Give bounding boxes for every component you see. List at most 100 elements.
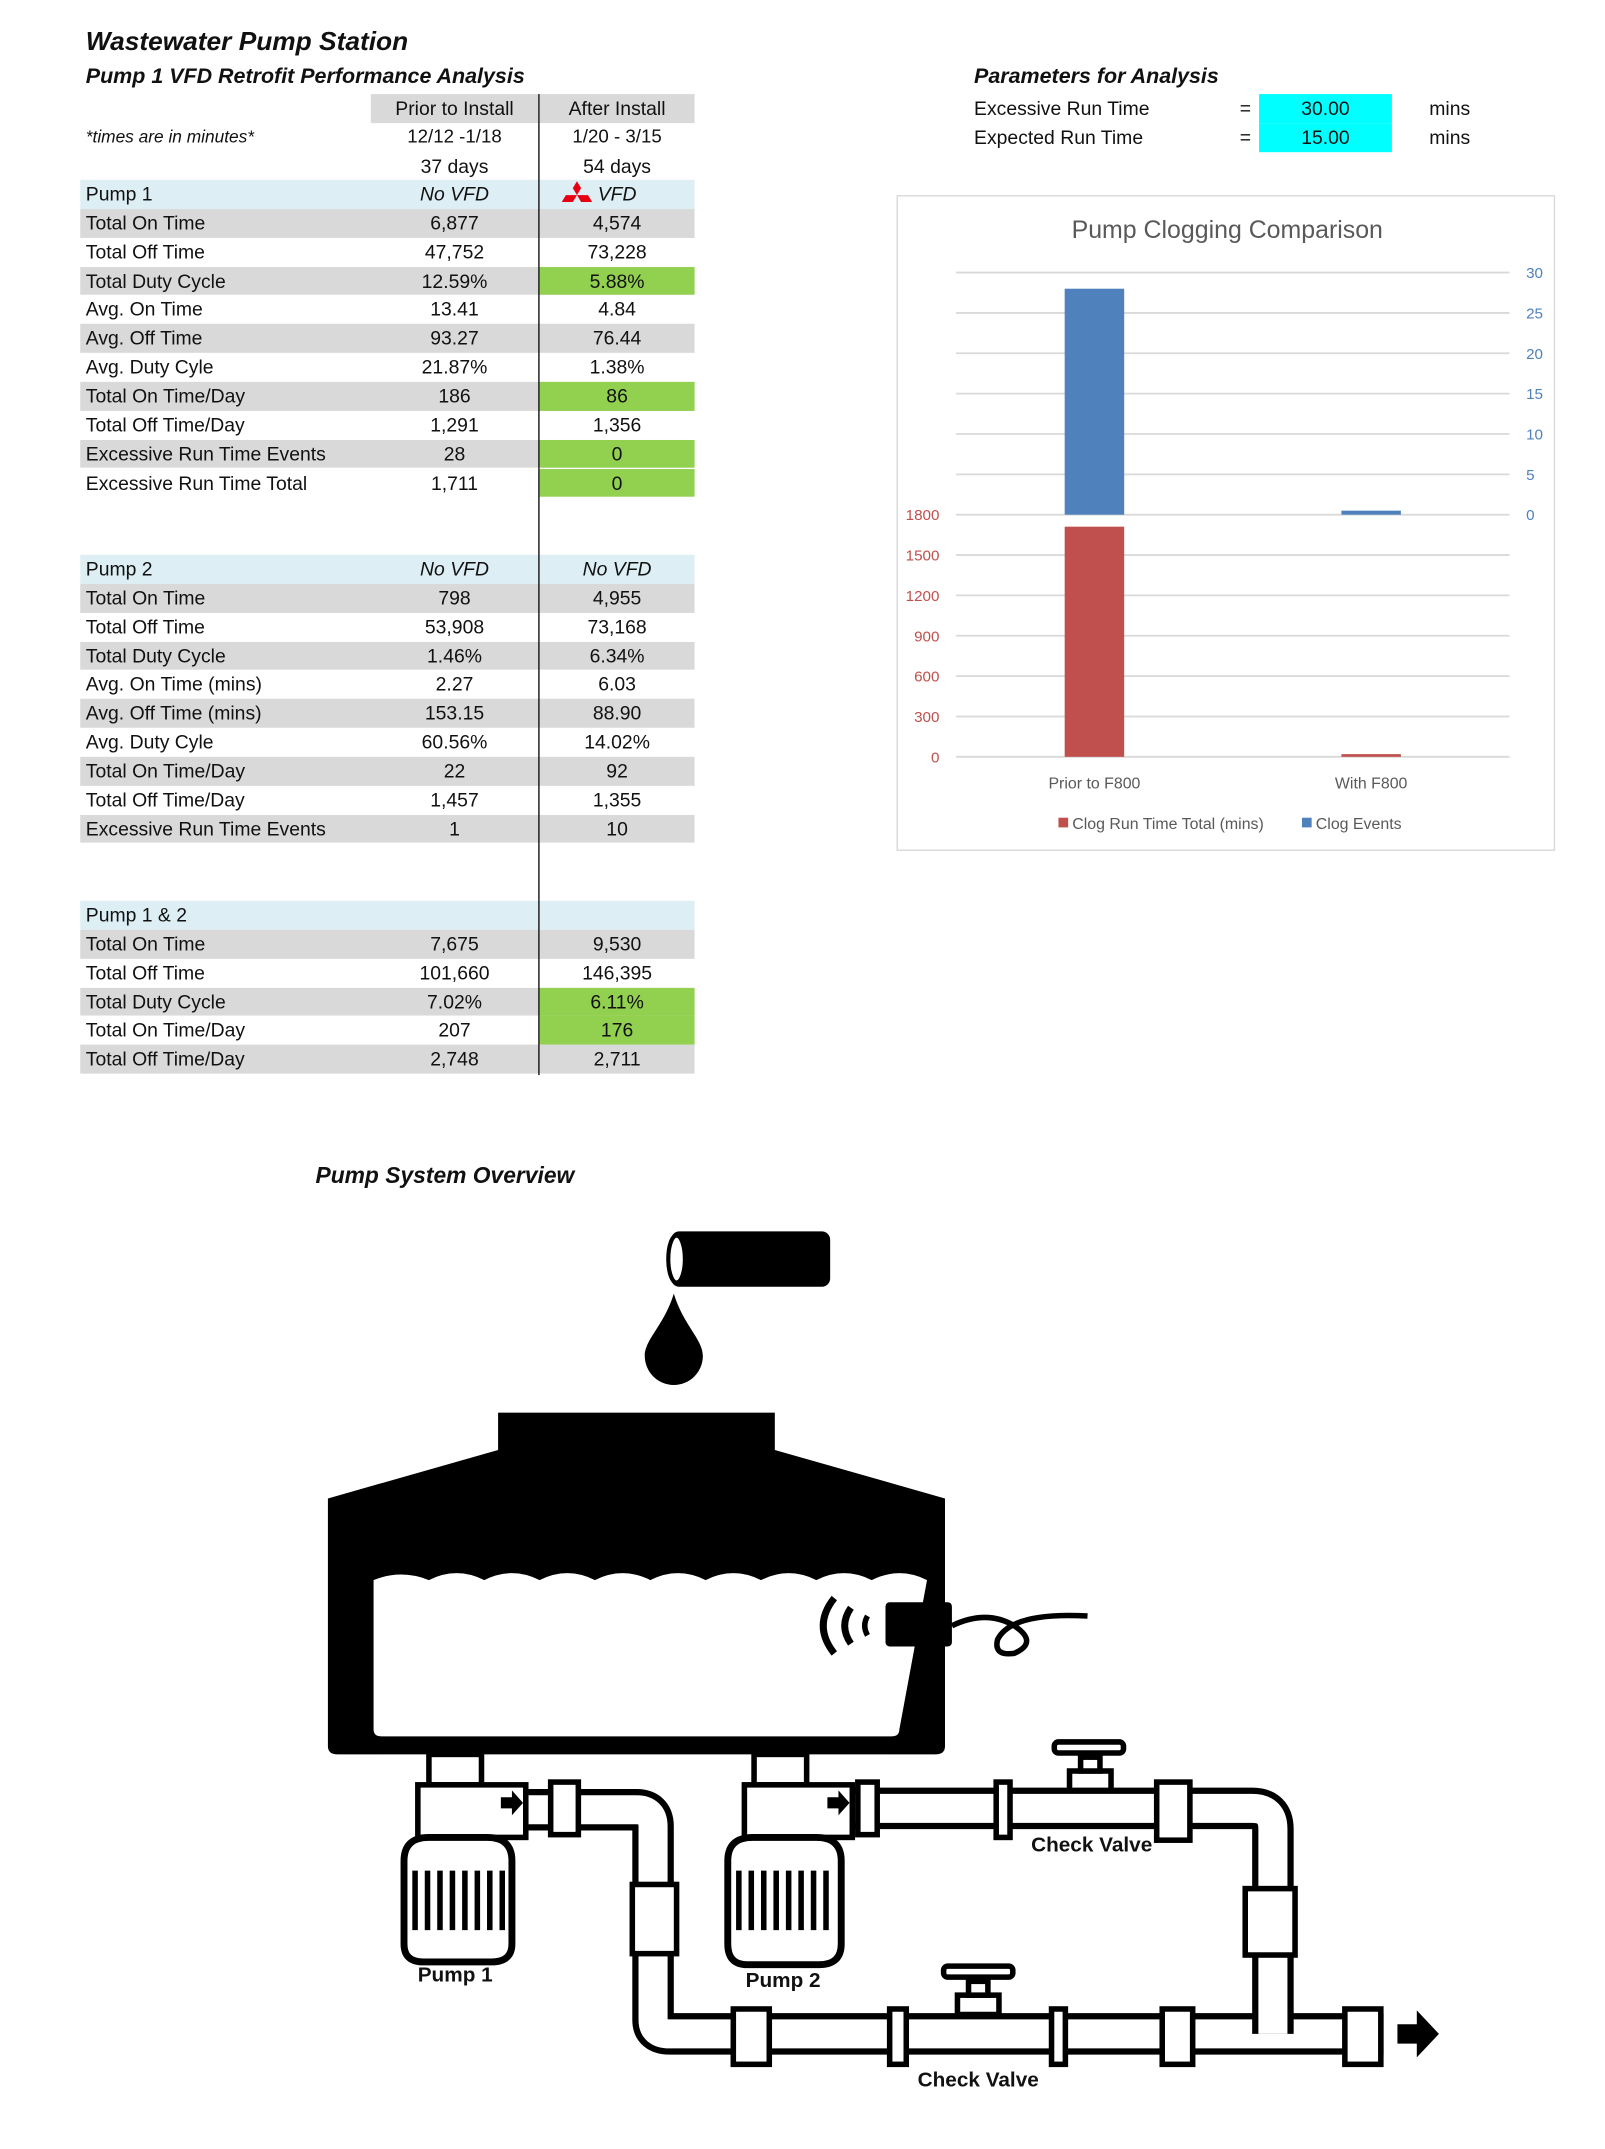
- left-axis-tick-label: 1500: [906, 548, 940, 565]
- check-valve-top-label: Check Valve: [1031, 1833, 1153, 1857]
- after-value: 1.38%: [589, 355, 645, 378]
- after-value: 2,711: [593, 1047, 641, 1070]
- parameter-label: Expected Run Time: [974, 125, 1144, 149]
- date-row: *times are in minutes* 12/12 -1/18 1/20 …: [80, 123, 694, 152]
- parameter-label: Excessive Run Time: [974, 96, 1150, 119]
- after-value: 14.02%: [584, 730, 650, 753]
- parameter-unit: mins: [1429, 96, 1471, 119]
- prior-value: 1,457: [430, 788, 479, 811]
- prior-value: 798: [438, 586, 471, 609]
- after-value: 88.90: [592, 701, 642, 724]
- row-label: Avg. Duty Cyle: [85, 730, 214, 753]
- row-label: Excessive Run Time Events: [85, 817, 326, 840]
- table-row: Total Off Time/Day 1,457 1,355: [80, 786, 694, 815]
- prior-value: 2.27: [435, 672, 474, 696]
- after-value: 76.44: [592, 326, 642, 350]
- prior-value: 93.27: [430, 326, 479, 350]
- pump-2-icon: [724, 1751, 856, 1969]
- wet-well-tank-icon: [327, 1412, 945, 1755]
- prior-value: 60.56%: [421, 730, 488, 753]
- prior-value: 12.59%: [421, 269, 488, 292]
- after-value: 4,955: [592, 586, 642, 609]
- after-value: 1,356: [592, 413, 642, 436]
- pump-1-label: Pump 1: [417, 1963, 493, 1987]
- right-axis-tick-label: 30: [1526, 265, 1543, 282]
- prior-value: 207: [438, 1018, 471, 1042]
- parameter-excessive-run-time: Excessive Run Time = 30.00 mins: [974, 94, 1527, 124]
- prior-value: 6,877: [430, 211, 479, 234]
- prior-value: 28: [443, 442, 466, 465]
- units-note: *times are in minutes*: [85, 127, 254, 147]
- after-value-highlighted: 0: [539, 468, 695, 498]
- legend-label: Clog Events: [1316, 816, 1402, 833]
- after-value: 6.34%: [589, 644, 645, 667]
- after-value: 1,355: [592, 788, 642, 811]
- after-value: 73,168: [587, 615, 647, 638]
- prior-value: 153.15: [424, 701, 485, 724]
- category-label: Prior to F800: [1048, 776, 1140, 793]
- pump-2-label: Pump 2: [745, 1968, 821, 1993]
- inlet-pipe-icon: [666, 1231, 831, 1287]
- left-axis-tick-label: 1200: [906, 588, 940, 605]
- pipe-couplings: [547, 1779, 1384, 2068]
- right-axis-tick-label: 20: [1526, 346, 1543, 363]
- prior-mode: No VFD: [420, 557, 489, 580]
- after-value: 10: [606, 817, 628, 840]
- table-row: Total Duty Cycle 1.46% 6.34%: [80, 641, 695, 671]
- after-days: 54 days: [583, 154, 652, 178]
- level-sensor-icon: [819, 1595, 1088, 1657]
- prior-value: 1.46%: [427, 644, 482, 667]
- after-value-highlighted: 0: [539, 439, 695, 469]
- prior-value: 53,908: [424, 615, 485, 638]
- after-value-highlighted: 176: [539, 1016, 695, 1045]
- right-axis-tick-label: 15: [1526, 386, 1543, 403]
- prior-value: 1: [449, 817, 460, 840]
- section-name: Pump 2: [85, 557, 153, 580]
- right-axis-tick-label: 25: [1526, 305, 1543, 322]
- after-mode: No VFD: [582, 557, 652, 580]
- prior-value: 13.41: [430, 298, 479, 321]
- parameter-value-input[interactable]: 30.00: [1259, 94, 1392, 124]
- check-valve-bottom-label: Check Valve: [917, 2068, 1039, 2093]
- after-value-highlighted: 5.88%: [539, 266, 695, 296]
- section-name: Pump 1: [85, 182, 153, 205]
- prior-value: 2,748: [430, 1047, 479, 1070]
- row-label: Total Off Time/Day: [85, 413, 245, 436]
- chart-title: Pump Clogging Comparison: [1072, 216, 1383, 244]
- bar-clog-events: [1341, 510, 1401, 515]
- after-value-highlighted: 6.11%: [539, 987, 695, 1017]
- mitsubishi-logo-icon: [561, 181, 593, 203]
- row-label: Total Duty Cycle: [85, 644, 226, 667]
- prior-value: 1,291: [430, 413, 479, 436]
- left-axis-tick-label: 900: [914, 628, 939, 645]
- check-valve-bottom-icon: [940, 1963, 1016, 2018]
- legend-swatch: [1301, 817, 1312, 828]
- row-label: Avg. Off Time: [85, 326, 203, 350]
- prior-value: 101,660: [419, 961, 490, 984]
- table-row: Avg. Off Time 93.27 76.44: [80, 324, 695, 353]
- row-label: Total Duty Cycle: [85, 990, 226, 1013]
- row-label: Total Off Time/Day: [85, 788, 245, 811]
- legend-label: Clog Run Time Total (mins): [1072, 816, 1264, 833]
- days-row: 37 days 54 days: [80, 152, 694, 181]
- row-label: Total On Time: [85, 932, 206, 955]
- parameter-value-input[interactable]: 15.00: [1259, 123, 1392, 153]
- after-value-highlighted: 86: [539, 381, 695, 411]
- row-label: Total On Time: [85, 211, 206, 234]
- parameter-expected-run-time: Expected Run Time = 15.00 mins: [974, 123, 1527, 153]
- row-label: Total On Time/Day: [85, 384, 246, 407]
- after-value: 4,574: [592, 211, 642, 234]
- chart-canvas: Pump Clogging Comparison 030060090012001…: [906, 216, 1543, 833]
- prior-value: 21.87%: [421, 355, 488, 378]
- prior-mode: No VFD: [420, 182, 489, 205]
